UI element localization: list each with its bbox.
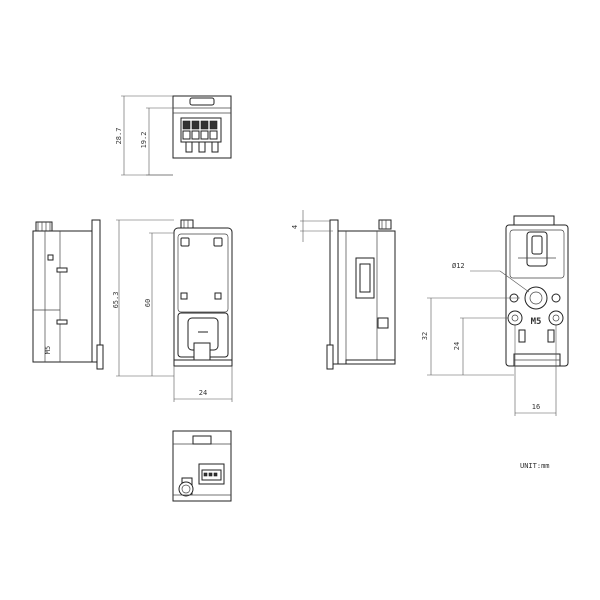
dim-dia-12-label: Ø12 — [452, 262, 465, 270]
right-side-view: 4 — [291, 210, 396, 370]
dim-4-label: 4 — [291, 225, 299, 229]
dim-65-3-label: 65.3 — [112, 292, 120, 309]
top-view: 28.7 19.2 — [115, 95, 232, 176]
dim-24-width-label: 24 — [199, 389, 207, 397]
logo-side: M5 — [44, 346, 52, 354]
left-side-view: M5 — [32, 219, 104, 370]
bottom-view — [172, 430, 232, 502]
rear-mount-hole — [524, 286, 548, 310]
dim-16-label: 16 — [532, 403, 540, 411]
rear-view: M5 Ø12 32 24 16 — [421, 215, 569, 416]
dim-24-height-label: 24 — [453, 342, 461, 350]
front-view: 65.3 60 24 — [112, 219, 233, 402]
logo-rear: M5 — [531, 317, 542, 327]
unit-note: UNIT:mm — [520, 462, 550, 470]
dim-60-label: 60 — [144, 299, 152, 307]
dim-19-2-label: 19.2 — [140, 132, 148, 149]
dim-32-label: 32 — [421, 332, 429, 340]
dim-28-7-label: 28.7 — [115, 128, 123, 145]
